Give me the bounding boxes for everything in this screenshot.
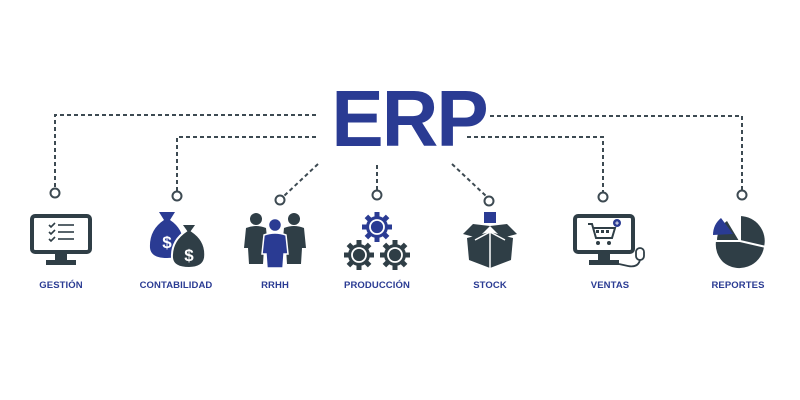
module-contabilidad: $ $ CONTABILIDAD — [121, 210, 231, 291]
svg-text:$: $ — [162, 233, 172, 252]
people-group-icon — [244, 213, 306, 269]
monitor-checklist-icon — [30, 214, 92, 265]
module-gestion: GESTIÓN — [6, 210, 116, 291]
module-rrhh: RRHH — [220, 210, 330, 291]
node-stock — [483, 195, 495, 207]
module-reportes: REPORTES — [683, 210, 793, 291]
module-ventas: + VENTAS — [555, 210, 665, 291]
node-ventas — [597, 191, 609, 203]
module-label: GESTIÓN — [39, 280, 83, 291]
module-produccion: PRODUCCIÓN — [322, 210, 432, 291]
module-label: REPORTES — [711, 280, 765, 291]
module-stock: STOCK — [435, 210, 545, 291]
gears-icon — [344, 212, 410, 270]
svg-text:+: + — [615, 221, 619, 228]
module-label: CONTABILIDAD — [139, 280, 213, 291]
erp-title: ERP — [331, 74, 488, 163]
node-reportes — [736, 189, 748, 201]
money-bags-icon: $ $ — [149, 212, 207, 270]
module-label: RRHH — [261, 280, 289, 291]
node-contabilidad — [171, 190, 183, 202]
node-produccion — [371, 189, 383, 201]
monitor-cart-icon: + — [573, 214, 645, 268]
node-gestion — [49, 187, 61, 199]
pie-chart-icon — [713, 214, 767, 269]
svg-text:$: $ — [184, 246, 194, 265]
node-rrhh — [274, 194, 286, 206]
module-label: VENTAS — [590, 280, 630, 291]
open-box-icon — [463, 212, 517, 268]
module-label: STOCK — [473, 280, 507, 291]
module-label: PRODUCCIÓN — [344, 280, 410, 291]
